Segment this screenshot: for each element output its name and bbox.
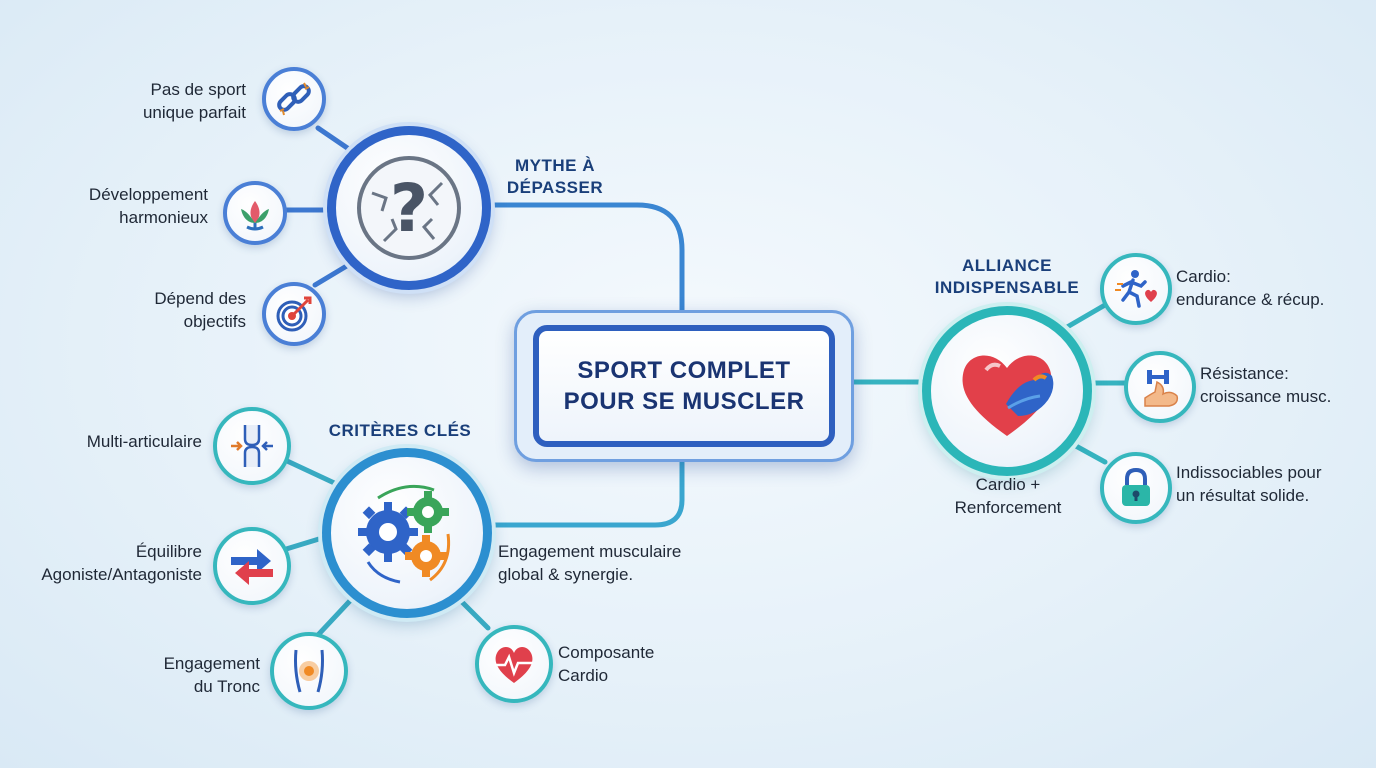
- alliance-leaf-2: [1124, 351, 1196, 423]
- criteres-leaf-3-line-1: Engagement: [163, 654, 260, 673]
- link-center-mythe: [482, 202, 685, 315]
- alliance-title: ALLIANCE INDISPENSABLE: [922, 255, 1092, 299]
- mythe-leaf-2-label: Développement harmonieux: [48, 183, 208, 229]
- central-topic-label: SPORT COMPLET POUR SE MUSCLER: [533, 325, 835, 447]
- mythe-title-line-2: DÉPASSER: [506, 178, 604, 197]
- opposing-arrows-icon: [231, 549, 273, 585]
- criteres-leaf-1-label: Multi-articulaire: [86, 432, 202, 451]
- heart-muscle-icon: [962, 355, 1054, 436]
- criteres-leaf-4-line-1: Composante: [558, 643, 655, 662]
- criteres-leaf-1: [213, 407, 291, 485]
- broken-question-icon: ?: [357, 156, 461, 260]
- criteres-caption-line-2: global & synergie.: [498, 565, 634, 584]
- alliance-leaf-3-line-1: Indissociables pour: [1176, 463, 1322, 482]
- knee-joint-icon: [231, 425, 273, 467]
- criteres-caption: Engagement musculaire global & synergie.: [498, 540, 738, 586]
- link-alliance-leaf-1: [1059, 302, 1108, 333]
- alliance-caption-line-2: Renforcement: [954, 498, 1062, 517]
- alliance-title-line-2: INDISPENSABLE: [934, 278, 1080, 297]
- mythe-leaf-3: [262, 282, 326, 346]
- mythe-title: MYTHE À DÉPASSER: [490, 155, 620, 199]
- gears-icon: [358, 484, 451, 584]
- criteres-leaf-3-label: Engagement du Tronc: [100, 652, 260, 698]
- link-criteres-leaf-1: [282, 457, 348, 491]
- alliance-leaf-2-line-1: Résistance:: [1200, 364, 1289, 383]
- alliance-caption: Cardio + Renforcement: [928, 473, 1088, 519]
- mythe-leaf-1-label: Pas de sport unique parfait: [96, 78, 246, 124]
- alliance-hub: [922, 306, 1092, 476]
- criteres-hub: [322, 448, 492, 618]
- criteres-leaf-4-line-2: Cardio: [558, 666, 609, 685]
- criteres-title: CRITÈRES CLÉS: [328, 421, 472, 440]
- central-topic-line-2: POUR SE MUSCLER: [563, 388, 805, 415]
- alliance-leaf-3: [1100, 452, 1172, 524]
- alliance-leaf-3-label: Indissociables pour un résultat solide.: [1176, 461, 1371, 507]
- flexed-arm-dumbbell-icon: [1144, 370, 1179, 407]
- alliance-leaf-1-label: Cardio: endurance & récup.: [1176, 265, 1366, 311]
- criteres-leaf-2: [213, 527, 291, 605]
- mythe-leaf-2-line-2: harmonieux: [119, 208, 208, 227]
- alliance-leaf-3-line-2: un résultat solide.: [1176, 486, 1310, 505]
- link-center-criteres: [477, 453, 685, 528]
- mythe-leaf-2: [223, 181, 287, 245]
- mythe-leaf-1: [262, 67, 326, 131]
- mythe-leaf-1-line-1: Pas de sport: [150, 80, 246, 99]
- target-icon: [276, 296, 312, 332]
- mythe-title-line-1: MYTHE À: [515, 156, 595, 175]
- criteres-leaf-3-line-2: du Tronc: [193, 677, 260, 696]
- alliance-caption-line-1: Cardio +: [975, 475, 1041, 494]
- criteres-leaf-2-line-2: Agoniste/Antagoniste: [41, 565, 202, 584]
- criteres-leaf-2-line-1: Équilibre: [135, 542, 202, 561]
- alliance-leaf-2-label: Résistance: croissance musc.: [1200, 362, 1370, 408]
- criteres-caption-line-1: Engagement musculaire: [498, 542, 682, 561]
- mythe-leaf-3-line-1: Dépend des: [154, 289, 246, 308]
- criteres-leaf-4-label: Composante Cardio: [558, 641, 698, 687]
- central-topic-box: SPORT COMPLET POUR SE MUSCLER: [514, 310, 854, 462]
- mythe-leaf-2-line-1: Développement: [88, 185, 208, 204]
- mythe-leaf-3-line-2: objectifs: [183, 312, 246, 331]
- alliance-leaf-1-line-1: Cardio:: [1176, 267, 1231, 286]
- alliance-leaf-2-line-2: croissance musc.: [1200, 387, 1332, 406]
- torso-core-icon: [294, 649, 324, 693]
- padlock-icon: [1122, 467, 1150, 506]
- mythe-hub: ?: [327, 126, 491, 290]
- running-heart-icon: [1115, 270, 1157, 308]
- criteres-leaf-2-label: Équilibre Agoniste/Antagoniste: [12, 540, 202, 586]
- central-topic-line-1: SPORT COMPLET: [577, 357, 791, 384]
- svg-text:?: ?: [390, 170, 428, 247]
- criteres-leaf-4: [475, 625, 553, 703]
- lotus-icon: [241, 201, 269, 231]
- alliance-leaf-1: [1100, 253, 1172, 325]
- alliance-leaf-1-line-2: endurance & récup.: [1176, 290, 1325, 309]
- criteres-leaf-3: [270, 632, 348, 710]
- heart-pulse-icon: [495, 647, 533, 683]
- mythe-leaf-1-line-2: unique parfait: [142, 103, 246, 122]
- mythe-leaf-3-label: Dépend des objectifs: [96, 287, 246, 333]
- broken-chain-icon: [277, 82, 311, 116]
- alliance-title-line-1: ALLIANCE: [962, 256, 1052, 275]
